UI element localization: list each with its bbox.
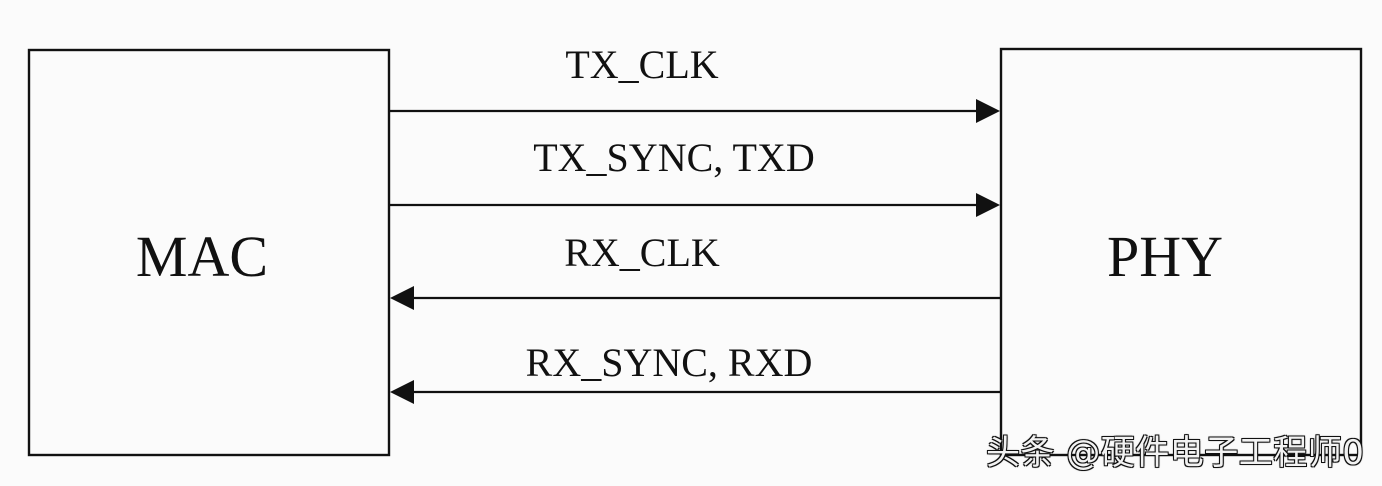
watermark-text: 头条 @硬件电子工程师0 <box>986 433 1365 473</box>
phy-label: PHY <box>1107 224 1223 289</box>
mac-label: MAC <box>136 224 268 289</box>
mac-block <box>27 48 391 457</box>
arrow-right-icon <box>976 193 1000 217</box>
phy-block <box>999 47 1363 457</box>
tx-clk-label: TX_CLK <box>565 42 718 87</box>
tx-sync-txd-label: TX_SYNC, TXD <box>533 135 815 180</box>
rx-clk-signal: RX_CLK <box>390 230 1000 310</box>
rx-sync-rxd-label: RX_SYNC, RXD <box>526 340 813 385</box>
arrow-left-icon <box>390 380 414 404</box>
rx-clk-label: RX_CLK <box>564 230 720 275</box>
tx-sync-txd-signal: TX_SYNC, TXD <box>390 135 1000 217</box>
arrow-left-icon <box>390 286 414 310</box>
rx-sync-rxd-signal: RX_SYNC, RXD <box>390 340 1000 404</box>
tx-clk-signal: TX_CLK <box>390 42 1000 123</box>
arrow-right-icon <box>976 99 1000 123</box>
